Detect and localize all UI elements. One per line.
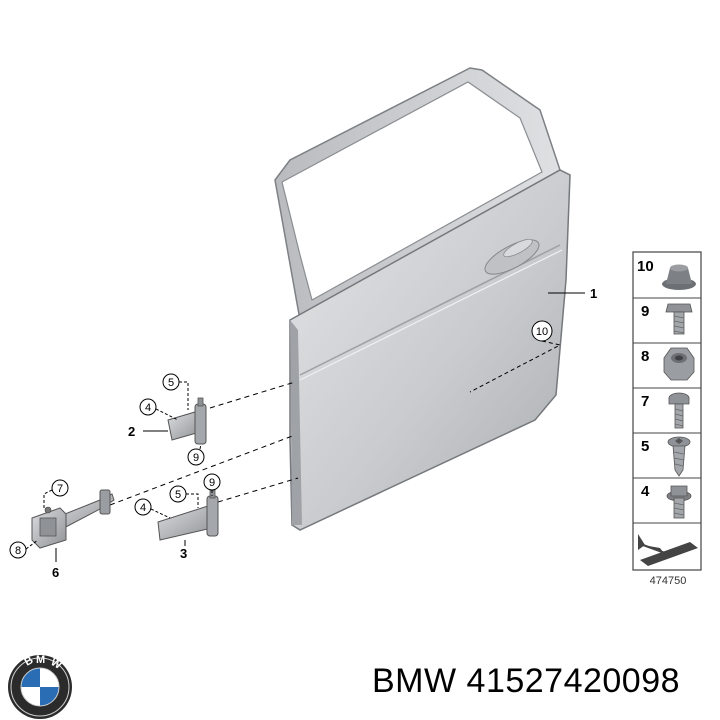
callout-upper-5-label: 5	[168, 377, 174, 389]
torx-screw-icon	[667, 436, 691, 477]
callout-upper-9: 9	[187, 443, 205, 466]
callout-door-plug: 10	[469, 320, 562, 393]
rear-door-panel	[274, 67, 571, 531]
callout-door: 1	[590, 286, 597, 301]
legend-number-9: 9	[641, 303, 649, 320]
callout-lower-5: 5	[169, 485, 199, 508]
callout-upper-4-label: 4	[145, 402, 151, 414]
legend-number-8: 8	[641, 348, 649, 365]
part-number-text: BMW 41527420098	[372, 662, 681, 700]
callout-lower-4: 4	[134, 498, 171, 519]
attach-lines	[109, 381, 299, 506]
fastener-legend: 10 9 8 7 5 4	[632, 251, 702, 571]
callout-strap-7-label: 7	[57, 483, 63, 495]
callout-strap-7: 7	[43, 479, 69, 508]
diagram-id: 474750	[650, 575, 687, 587]
sheet-arrow-icon	[638, 534, 698, 566]
callout-hinge-upper: 2	[128, 424, 135, 439]
hex-nut-icon	[663, 347, 695, 381]
legend-number-4: 4	[641, 483, 650, 500]
legend-number-5: 5	[641, 438, 649, 455]
callout-lower-9: 9	[203, 473, 221, 496]
legend-number-10: 10	[637, 258, 654, 275]
bmw-logo-icon: B M W	[8, 654, 72, 719]
callout-strap-8: 8	[9, 539, 39, 559]
callout-strap-8-label: 8	[15, 545, 21, 557]
grommet-plug-icon	[662, 264, 696, 290]
callout-check-strap: 6	[52, 565, 59, 580]
callout-lower-4-label: 4	[140, 502, 146, 514]
lower-hinge	[157, 489, 219, 541]
callout-lower-9-label: 9	[209, 477, 215, 489]
callout-lower-5-label: 5	[175, 489, 181, 501]
callout-hinge-lower: 3	[180, 546, 187, 561]
door-check-strap	[31, 489, 115, 549]
upper-hinge	[167, 397, 207, 445]
callout-door-plug-label: 10	[536, 326, 548, 338]
callout-upper-4: 4	[139, 398, 179, 421]
logo-letter-m: M	[36, 654, 45, 666]
torx-bolt-icon	[668, 392, 690, 429]
legend-number-7: 7	[641, 393, 649, 410]
bolt-icon	[665, 303, 693, 335]
flange-bolt-icon	[666, 485, 692, 519]
callout-upper-9-label: 9	[193, 452, 199, 464]
callout-upper-5: 5	[162, 373, 189, 410]
